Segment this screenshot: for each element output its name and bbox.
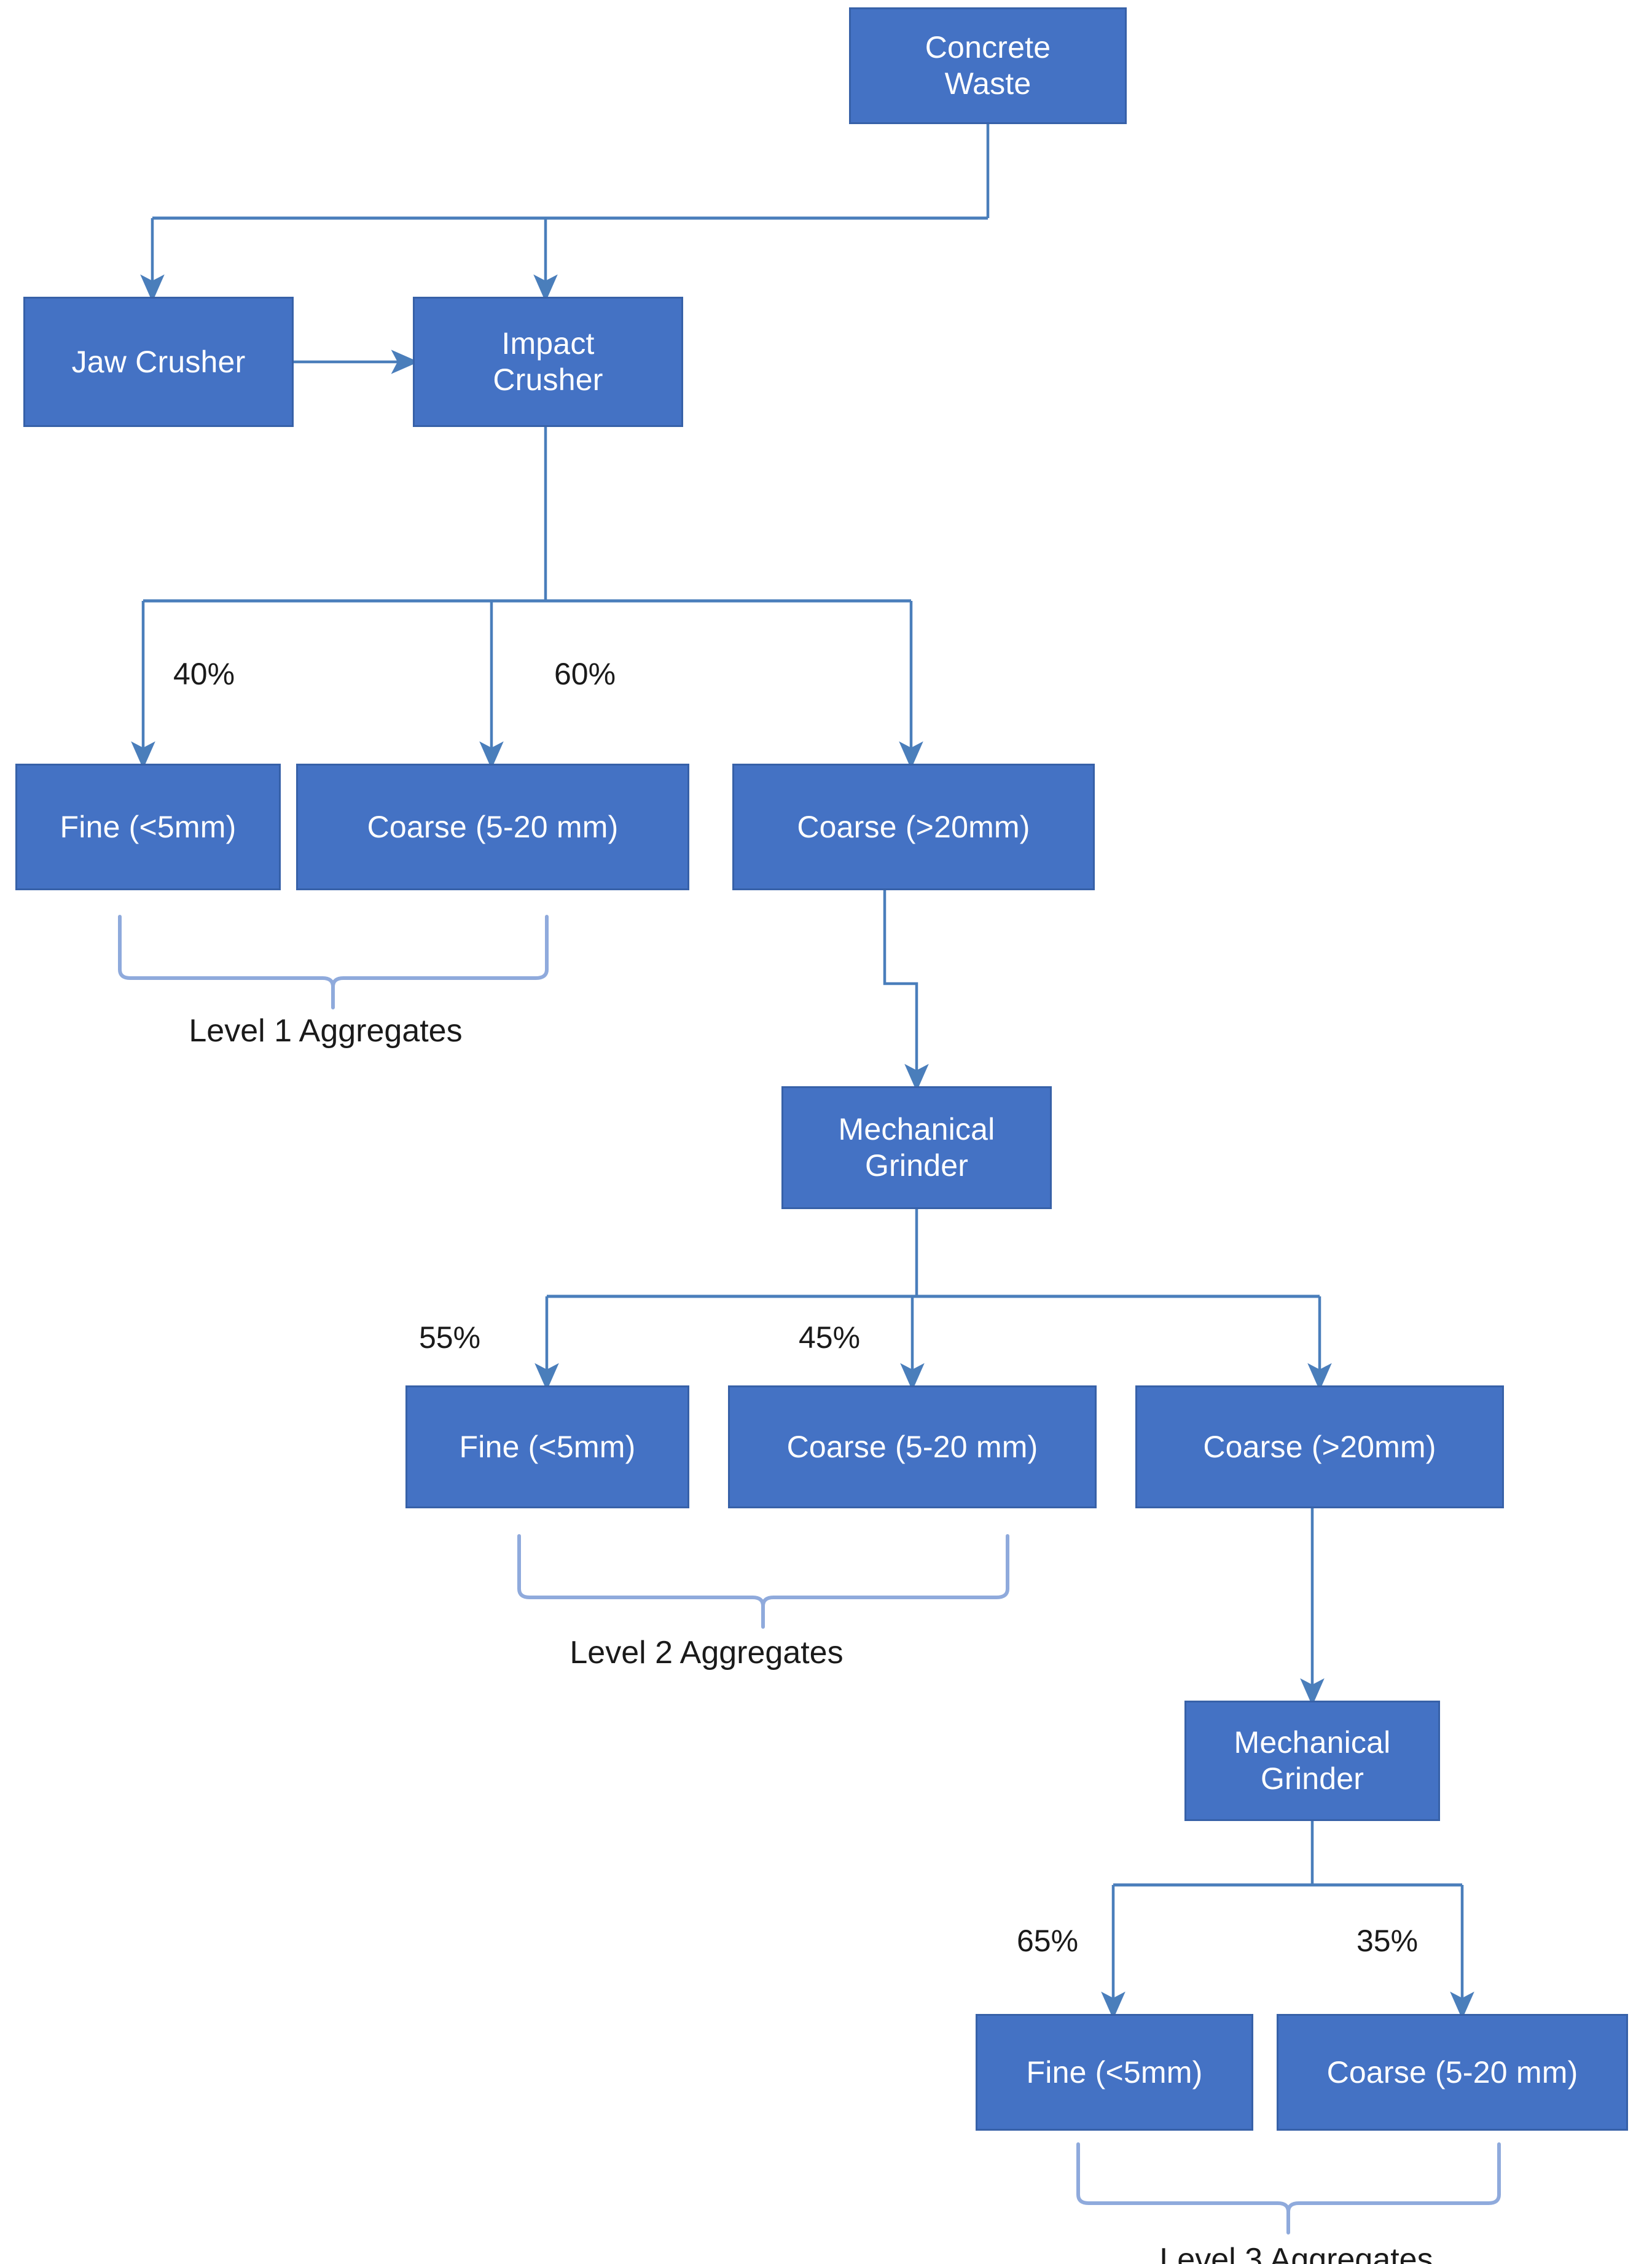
node-level1-coarse-5-20[interactable]: Coarse (5-20 mm) bbox=[296, 764, 689, 890]
edge-label-45-percent: 45% bbox=[799, 1320, 861, 1355]
group-label-level-3: Level 3 Aggregates bbox=[1159, 2242, 1433, 2264]
node-level2-coarse-5-20[interactable]: Coarse (5-20 mm) bbox=[728, 1385, 1097, 1508]
group-label-level-1: Level 1 Aggregates bbox=[189, 1013, 463, 1049]
node-jaw-crusher[interactable]: Jaw Crusher bbox=[23, 297, 294, 427]
group-label-level-2: Level 2 Aggregates bbox=[570, 1635, 844, 1671]
node-impact-crusher[interactable]: Impact Crusher bbox=[413, 297, 683, 427]
node-level2-fine[interactable]: Fine (<5mm) bbox=[405, 1385, 689, 1508]
node-level1-coarse-over-20[interactable]: Coarse (>20mm) bbox=[732, 764, 1095, 890]
edge-label-35-percent: 35% bbox=[1356, 1924, 1419, 1958]
node-level3-fine[interactable]: Fine (<5mm) bbox=[976, 2014, 1253, 2131]
edge-l1c20-to-grinder1 bbox=[883, 890, 929, 1092]
node-level2-coarse-over-20[interactable]: Coarse (>20mm) bbox=[1135, 1385, 1504, 1508]
node-mechanical-grinder-2[interactable]: Mechanical Grinder bbox=[1184, 1701, 1440, 1821]
node-concrete-waste[interactable]: Concrete Waste bbox=[849, 7, 1127, 124]
node-level3-coarse-5-20[interactable]: Coarse (5-20 mm) bbox=[1277, 2014, 1628, 2131]
node-level1-fine[interactable]: Fine (<5mm) bbox=[15, 764, 281, 890]
node-mechanical-grinder-1[interactable]: Mechanical Grinder bbox=[781, 1086, 1052, 1209]
edge-label-65-percent: 65% bbox=[1017, 1924, 1079, 1958]
edge-label-40-percent: 40% bbox=[173, 657, 235, 691]
bracket-level-2 bbox=[517, 1534, 1009, 1629]
bracket-level-1 bbox=[118, 915, 549, 1009]
edge-label-55-percent: 55% bbox=[419, 1320, 481, 1355]
bracket-level-3 bbox=[1076, 2142, 1501, 2235]
edge-label-60-percent: 60% bbox=[554, 657, 616, 691]
